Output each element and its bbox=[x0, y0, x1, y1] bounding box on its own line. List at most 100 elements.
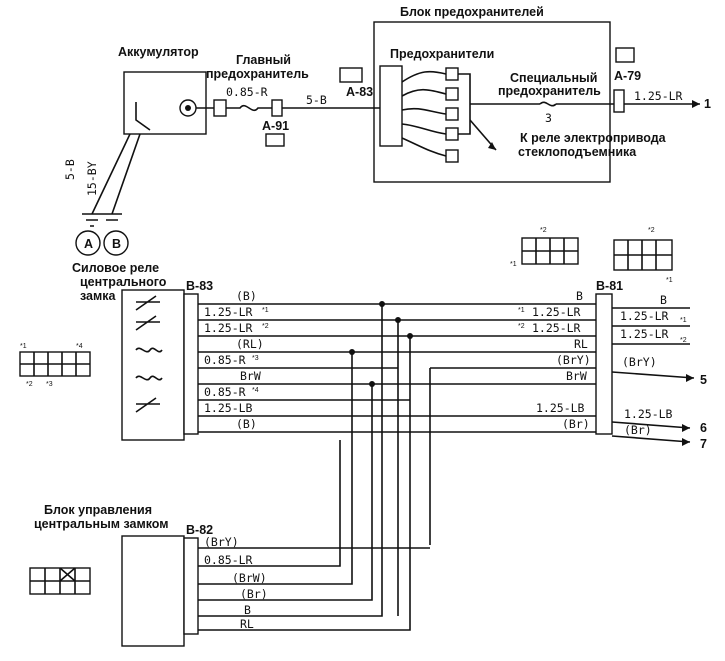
b81-in-3: 1.25-LR bbox=[532, 321, 581, 335]
main-fuse-label-2: предохранитель bbox=[206, 67, 309, 81]
connector-a83: A-83 bbox=[346, 85, 373, 99]
b82-wire-3: (BrW) bbox=[232, 571, 267, 585]
output-1: 1 bbox=[704, 97, 711, 111]
b81-out-2: 1.25-LR bbox=[620, 309, 669, 323]
wire-085r-top: 0.85-R bbox=[226, 85, 268, 99]
special-fuse-label-1: Специальный bbox=[510, 71, 597, 85]
pin-left-mark-4: *4 bbox=[76, 343, 83, 350]
wire-125lr-out: 1.25-LR bbox=[634, 89, 683, 103]
battery-label: Аккумулятор bbox=[118, 45, 199, 59]
ground-a-label: A bbox=[84, 237, 93, 251]
power-relay-box bbox=[121, 289, 185, 441]
b82-wire-5: B bbox=[244, 603, 251, 617]
b83-wire-6: BrW bbox=[240, 369, 261, 383]
b81-out-1: B bbox=[660, 293, 667, 307]
connector-b83: B-83 bbox=[186, 279, 213, 293]
battery-wire-15by-label: 15-BY bbox=[85, 161, 99, 196]
b81-in-mark-1: *1 bbox=[518, 307, 525, 314]
b81-in-mark-2: *2 bbox=[518, 323, 525, 330]
b83-mark-3: *3 bbox=[252, 355, 259, 362]
b83-wire-9: (B) bbox=[236, 417, 257, 431]
output-7: 7 bbox=[700, 437, 707, 451]
power-relay-label-3: замка bbox=[80, 289, 117, 303]
control-unit-label-2: центральным замком bbox=[34, 517, 169, 531]
b81-in-4: RL bbox=[574, 337, 588, 351]
ground-a-symbol bbox=[82, 213, 102, 227]
b81-in-7: 1.25-LB bbox=[536, 401, 585, 415]
connector-a91-icon bbox=[265, 133, 285, 147]
ground-b-symbol bbox=[102, 213, 122, 221]
b82-wires bbox=[198, 547, 430, 631]
battery-terminal-center bbox=[185, 105, 191, 111]
connector-b81: B-81 bbox=[596, 279, 623, 293]
pin-right2-mark-2: *2 bbox=[648, 227, 655, 234]
b83-mark-1: *1 bbox=[262, 307, 269, 314]
battery-wire-5b-label: 5-B bbox=[63, 159, 77, 180]
main-fuse-plug bbox=[213, 99, 227, 117]
b83-wire-3: 1.25-LR bbox=[204, 321, 253, 335]
b81-in-8: (Br) bbox=[562, 417, 590, 431]
output-arrows bbox=[682, 374, 694, 446]
b81-out-labels: B 1.25-LR 1.25-LR (BrY) 1.25-LB (Br) *1 … bbox=[620, 293, 687, 437]
b82-wire-1: (BrY) bbox=[204, 535, 239, 549]
out1-arrow bbox=[692, 100, 700, 108]
battery-ground-lead bbox=[135, 102, 151, 131]
battery-wire-15by bbox=[111, 133, 141, 215]
pin-left-mark-1: *1 bbox=[20, 343, 27, 350]
main-fuse-symbol bbox=[226, 104, 272, 112]
b83-mark-2: *2 bbox=[262, 323, 269, 330]
pin-left-mark-2: *2 bbox=[26, 381, 33, 388]
main-fuse-label-1: Главный bbox=[236, 53, 291, 67]
connector-a79-plug bbox=[613, 89, 625, 113]
b81-in-1: B bbox=[576, 289, 583, 303]
power-relay-label-2: центрального bbox=[80, 275, 167, 289]
b81-out-5: 1.25-LB bbox=[624, 407, 673, 421]
b83-mark-4: *4 bbox=[252, 387, 259, 394]
fuse-block bbox=[373, 21, 611, 183]
control-unit-label-1: Блок управления bbox=[44, 503, 152, 517]
vertical-drops bbox=[339, 304, 431, 620]
b83-wire-labels: (B) 1.25-LR 1.25-LR (RL) 0.85-R BrW 0.85… bbox=[204, 289, 269, 431]
b82-wire-6: RL bbox=[240, 617, 254, 631]
b82-wire-4: (Br) bbox=[240, 587, 268, 601]
b81-in-5: (BrY) bbox=[556, 353, 591, 367]
pin-diagram-left: *1 *4 *2 *3 bbox=[19, 343, 91, 388]
pin-right1-mark-1: *1 bbox=[510, 261, 517, 268]
special-fuse-symbol bbox=[539, 101, 557, 107]
b83-wire-7: 0.85-R bbox=[204, 385, 246, 399]
b82-wire-2: 0.85-LR bbox=[204, 553, 253, 567]
battery-wire-5b bbox=[91, 133, 131, 215]
b81-out-wires bbox=[611, 307, 695, 443]
connector-b82: B-82 bbox=[186, 523, 213, 537]
b81-out-4: (BrY) bbox=[622, 355, 657, 369]
output-6: 6 bbox=[700, 421, 707, 435]
window-relay-arrow bbox=[488, 142, 496, 150]
fuse-array bbox=[401, 67, 471, 163]
ground-a-circle bbox=[75, 230, 101, 256]
connector-a79: A-79 bbox=[614, 69, 641, 83]
b81-out-6: (Br) bbox=[624, 423, 652, 437]
pin-diagram-bottom bbox=[29, 567, 91, 595]
pin-right1-mark-2: *2 bbox=[540, 227, 547, 234]
wire-5b-label: 5-B bbox=[306, 93, 327, 107]
b83-wire-1: (B) bbox=[236, 289, 257, 303]
ground-b-label: B bbox=[112, 237, 121, 251]
b81-out-3: 1.25-LR bbox=[620, 327, 669, 341]
power-relay-label-1: Силовое реле bbox=[72, 261, 159, 275]
b83-wire-2: 1.25-LR bbox=[204, 305, 253, 319]
relay-contacts bbox=[135, 295, 163, 413]
connector-a91-plug bbox=[271, 99, 283, 117]
b83-wire-5: 0.85-R bbox=[204, 353, 246, 367]
connector-a83-icon bbox=[339, 67, 363, 83]
b83-b81-wires bbox=[198, 303, 596, 433]
b83-wire-8: 1.25-LB bbox=[204, 401, 253, 415]
pin-right2-mark-1: *1 bbox=[666, 277, 673, 284]
connector-b81-block bbox=[595, 293, 613, 435]
fuse-block-connector bbox=[379, 65, 403, 147]
connector-a91: A-91 bbox=[262, 119, 289, 133]
b82-wire-labels: (BrY) 0.85-LR (BrW) (Br) B RL bbox=[204, 535, 268, 631]
control-unit-box bbox=[121, 535, 185, 647]
b81-out-mark-2: *2 bbox=[680, 337, 687, 344]
window-relay-label-2: стеклоподъемника bbox=[518, 145, 637, 159]
